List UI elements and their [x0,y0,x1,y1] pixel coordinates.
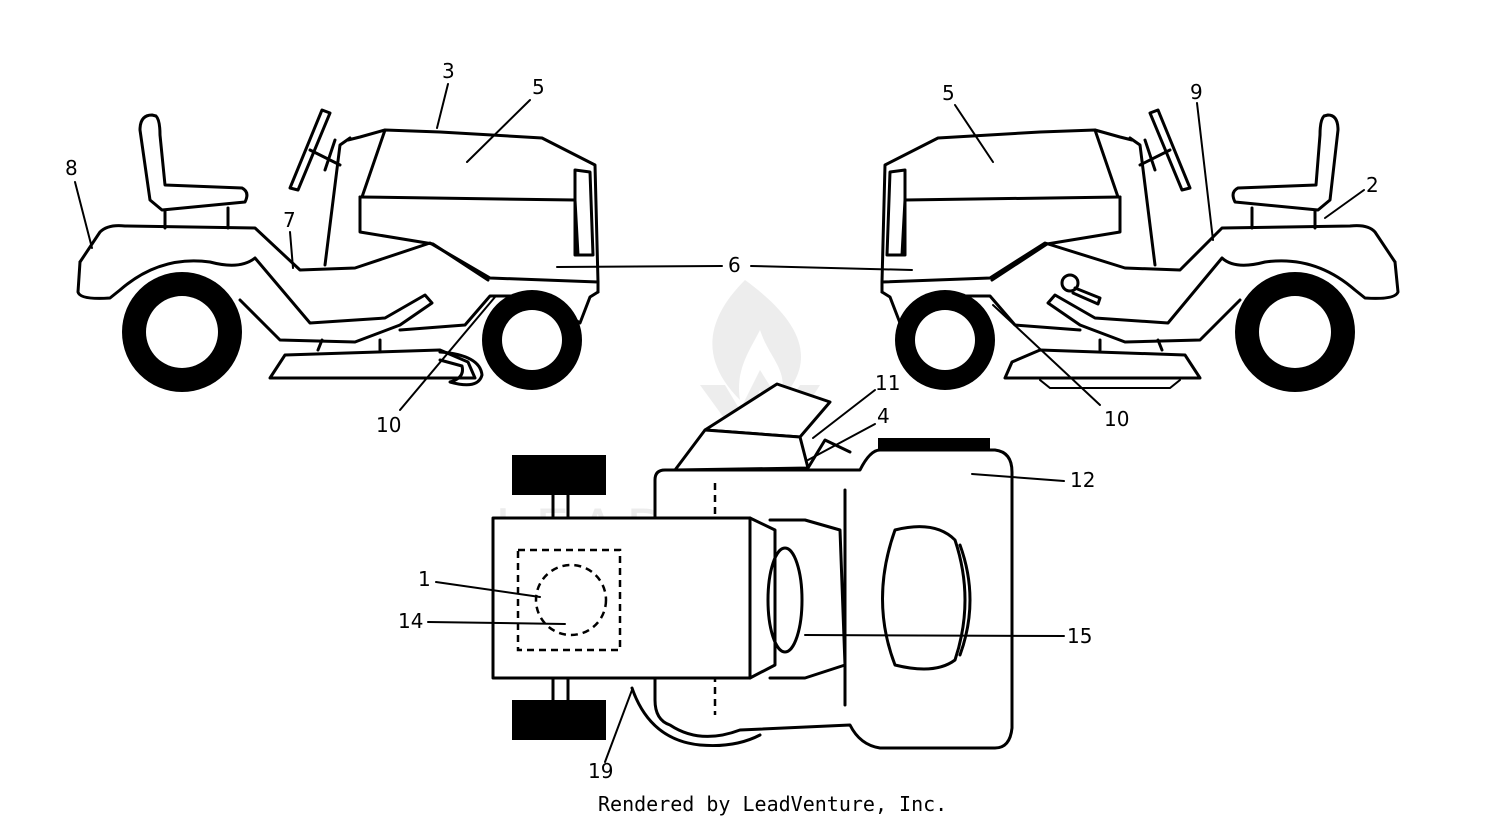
callout-label: 11 [875,371,900,395]
callout-label: 14 [398,609,423,633]
callout-labels: 3 5 8 7 10 5 9 2 10 6 11 4 12 1 14 15 19 [65,59,1379,783]
callout-label: 8 [65,156,78,180]
callout-label: 10 [376,413,401,437]
callout-label: 2 [1366,173,1379,197]
callout-label: 12 [1070,468,1095,492]
callout-label: 9 [1190,80,1203,104]
callout-label: 7 [283,208,296,232]
tractor-right-side-view [880,108,1400,392]
leader-lines [74,83,1365,763]
callout-label: 4 [877,404,890,428]
callout-label: 5 [942,81,955,105]
callout-label: 3 [442,59,455,83]
tractor-left-side-view [76,108,600,392]
callout-label: 15 [1067,624,1092,648]
footer-credit: Rendered by LeadVenture, Inc. [598,792,947,816]
callout-label: 19 [588,759,613,783]
callout-label: 10 [1104,407,1129,431]
callout-label: 1 [418,567,431,591]
callout-label: 6 [728,253,741,277]
callout-label: 5 [532,75,545,99]
tractor-top-view [491,382,1014,750]
